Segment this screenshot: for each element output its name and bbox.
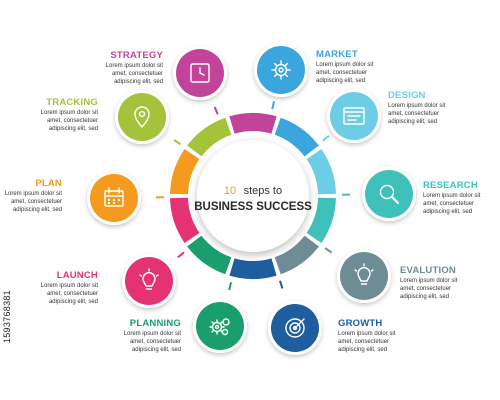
step-description-line: adipiscing elit, sed xyxy=(114,79,163,85)
step-description-line: adipiscing elit, sed xyxy=(400,294,449,300)
step-title: TRACKING xyxy=(46,97,98,108)
step-description-line: amet, consectetuer xyxy=(112,71,163,77)
step-nodes: STRATEGY Lorem ipsum dolor sit amet, conse… xyxy=(5,43,481,355)
step-market: MARKET Lorem ipsum dolor sit amet, consect… xyxy=(254,43,374,97)
location-pin-icon xyxy=(134,106,150,128)
step-description-line: adipiscing elit, sed xyxy=(338,347,387,353)
step-description-line: Lorem ipsum dolor sit xyxy=(400,278,458,284)
step-description-line: Lorem ipsum dolor sit xyxy=(41,110,99,116)
step-description-line: Lorem ipsum dolor sit xyxy=(423,193,481,199)
step-title: PLAN xyxy=(35,178,62,189)
center-line-2: BUSINESS SUCCESS xyxy=(194,201,312,213)
center-line-1-rest: steps to xyxy=(244,185,283,197)
connector-market xyxy=(271,101,276,110)
step-title: DESIGN xyxy=(388,90,426,101)
step-description-line: amet, consectetuer xyxy=(388,111,439,117)
connector-evalution xyxy=(324,247,333,254)
center-line-1: 10 steps to xyxy=(224,181,282,198)
step-description-line: adipiscing elit, sed xyxy=(13,207,62,213)
gear-icon xyxy=(271,60,291,80)
step-plan: PLAN Lorem ipsum dolor sit amet, consectet… xyxy=(5,171,141,225)
connector-planning xyxy=(228,282,233,291)
connector-design xyxy=(322,134,330,142)
step-description-line: Lorem ipsum dolor sit xyxy=(124,331,182,337)
step-badge xyxy=(196,302,244,350)
stock-id: 1593768381 xyxy=(2,290,12,344)
ring-segment-launch xyxy=(170,197,200,244)
step-description-line: Lorem ipsum dolor sit xyxy=(5,191,63,197)
step-evalution: EVALUTION Lorem ipsum dolor sit amet, cons… xyxy=(337,249,458,303)
connector-strategy xyxy=(213,106,219,115)
step-title: RESEARCH xyxy=(423,180,478,191)
target-icon xyxy=(285,318,305,338)
step-title: MARKET xyxy=(316,49,358,60)
step-description-line: adipiscing elit, sed xyxy=(49,126,98,132)
step-description-line: amet, consectetuer xyxy=(47,118,98,124)
step-description-line: Lorem ipsum dolor sit xyxy=(106,63,164,69)
step-description-line: Lorem ipsum dolor sit xyxy=(388,103,446,109)
connector-growth xyxy=(279,280,284,289)
step-tracking: TRACKING Lorem ipsum dolor sit amet, conse… xyxy=(41,90,169,144)
step-title: PLANNING xyxy=(130,318,181,329)
ring-segment-research xyxy=(306,197,336,244)
step-title: LAUNCH xyxy=(57,270,98,281)
step-strategy: STRATEGY Lorem ipsum dolor sit amet, conse… xyxy=(106,46,227,100)
step-description-line: adipiscing elit, sed xyxy=(132,347,181,353)
step-description-line: Lorem ipsum dolor sit xyxy=(316,62,374,68)
step-description-line: adipiscing elit, sed xyxy=(316,78,365,84)
step-description-line: amet, consectetuer xyxy=(47,291,98,297)
step-badge xyxy=(257,46,305,94)
browser-window-icon xyxy=(343,107,365,125)
calendar-icon xyxy=(104,187,124,207)
lightbulb-icon xyxy=(354,263,374,285)
ring-segment-market xyxy=(274,117,319,157)
step-title: GROWTH xyxy=(338,318,382,329)
step-planning: PLANNING Lorem ipsum dolor sit amet, conse… xyxy=(124,299,247,353)
step-description-line: amet, consectetuer xyxy=(423,201,474,207)
step-launch: LAUNCH Lorem ipsum dolor sit amet, consect… xyxy=(41,254,176,308)
step-research: RESEARCH Lorem ipsum dolor sit amet, conse… xyxy=(362,167,481,221)
step-description-line: amet, consectetuer xyxy=(316,70,367,76)
step-description-line: amet, consectetuer xyxy=(338,339,389,345)
step-description-line: amet, consectetuer xyxy=(130,339,181,345)
step-badge xyxy=(90,174,138,222)
step-description-line: amet, consectetuer xyxy=(11,199,62,205)
step-description-line: adipiscing elit, sed xyxy=(423,209,472,215)
connector-launch xyxy=(177,251,185,259)
step-title: STRATEGY xyxy=(110,50,163,61)
step-design: DESIGN Lorem ipsum dolor sit amet, consect… xyxy=(327,89,446,143)
step-title: EVALUTION xyxy=(400,265,456,276)
ring-segment-growth xyxy=(229,258,277,279)
step-description-line: Lorem ipsum dolor sit xyxy=(41,283,99,289)
segment-ring xyxy=(170,113,336,279)
step-badge xyxy=(125,257,173,305)
step-growth: GROWTH Lorem ipsum dolor sit amet, consect… xyxy=(268,301,396,355)
step-description-line: adipiscing elit, sed xyxy=(49,299,98,305)
ring-segment-design xyxy=(306,148,336,195)
ring-segment-strategy xyxy=(229,113,277,134)
magnifier-icon xyxy=(379,184,400,205)
step-badge xyxy=(340,252,388,300)
center-circle xyxy=(197,140,309,252)
step-badge xyxy=(365,170,413,218)
connector-lines xyxy=(155,101,351,291)
ring-segment-evalution xyxy=(274,235,319,275)
step-description-line: adipiscing elit, sed xyxy=(388,119,437,125)
lightbulb-icon xyxy=(139,268,159,290)
center-number: 10 xyxy=(224,185,236,197)
ring-segment-planning xyxy=(187,235,232,275)
clock-icon xyxy=(190,63,210,83)
step-description-line: Lorem ipsum dolor sit xyxy=(338,331,396,337)
connector-tracking xyxy=(173,138,182,146)
ring-segment-plan xyxy=(170,148,200,195)
gears-icon xyxy=(209,318,230,336)
step-description-line: amet, consectetuer xyxy=(400,286,451,292)
ring-segment-tracking xyxy=(187,117,232,157)
